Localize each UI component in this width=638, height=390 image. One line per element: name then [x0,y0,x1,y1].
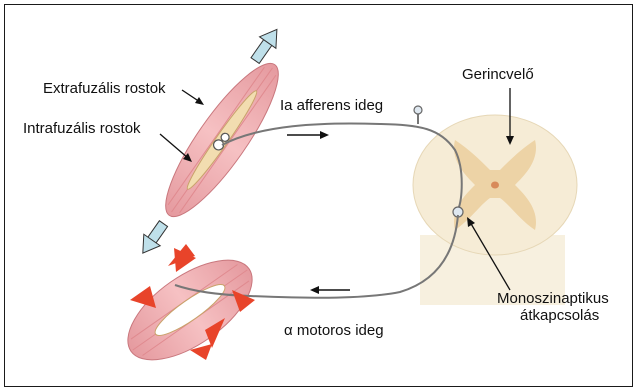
arrow-motor-direction [310,286,350,294]
label-monosynaptic-2: átkapcsolás [520,307,599,325]
label-extrafusal: Extrafuzális rostok [43,80,166,98]
label-monosynaptic-1: Monoszinaptikus [497,290,609,308]
stretch-arrow-down-icon [135,218,172,259]
contract-arrow-icon [130,286,156,308]
label-motor: α motoros ideg [284,322,384,340]
muscle-extrafusal-stretched [150,51,295,229]
label-afferent: Ia afferens ideg [280,97,383,115]
leader-intrafusal [160,134,192,162]
label-intrafusal: Intrafuzális rostok [23,120,141,138]
contract-arrow-icon [168,244,196,272]
label-spinal-cord: Gerincvelő [462,66,534,84]
stretch-arrow-up-icon [247,24,285,67]
spinal-cord [413,115,577,305]
dorsal-root-ganglion [414,106,422,114]
central-canal [491,182,499,189]
leader-extrafusal [182,90,204,105]
arrow-afferent-direction [287,131,329,139]
